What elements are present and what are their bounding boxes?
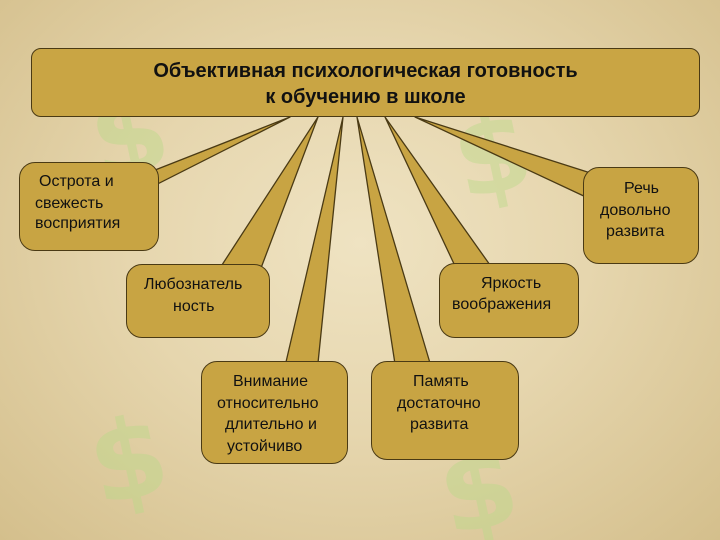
box-memory-line-1: Память	[413, 373, 469, 390]
box-speech-line-1: Речь	[624, 180, 660, 197]
box-attention-line-4: устойчиво	[227, 438, 303, 455]
box-speech-line-2: довольно	[600, 202, 671, 219]
title-box: Объективная психологическая готовность к…	[31, 48, 700, 117]
box-curiosity-line-2: ность	[173, 298, 215, 315]
title-line-2: к обучению в школе	[265, 86, 466, 108]
box-perception-line-2: свежесть	[35, 195, 104, 212]
box-memory-line-3: развита	[410, 416, 469, 433]
box-memory: Память достаточно развита	[371, 361, 519, 460]
box-memory-line-2: достаточно	[397, 395, 481, 412]
box-attention: Внимание относительно длительно и устойч…	[201, 361, 348, 464]
box-curiosity: Любознатель ность	[126, 264, 270, 338]
box-perception-line-1: Острота и	[39, 173, 114, 190]
box-speech: Речь довольно развита	[583, 167, 699, 264]
box-attention-line-3: длительно и	[225, 416, 317, 433]
box-imagination: Яркость воображения	[439, 263, 579, 338]
box-speech-line-3: развита	[606, 223, 665, 240]
title-line-1: Объективная психологическая готовность	[153, 60, 578, 82]
box-imagination-line-1: Яркость	[481, 275, 542, 292]
box-attention-line-1: Внимание	[233, 373, 309, 390]
box-attention-line-2: относительно	[217, 395, 319, 412]
box-perception: Острота и свежесть восприятия	[19, 162, 159, 251]
box-curiosity-line-1: Любознатель	[144, 276, 243, 293]
connector-memory	[356, 116, 431, 365]
box-perception-line-3: восприятия	[35, 215, 121, 232]
connector-speech	[414, 116, 601, 199]
box-imagination-line-2: воображения	[452, 296, 552, 313]
